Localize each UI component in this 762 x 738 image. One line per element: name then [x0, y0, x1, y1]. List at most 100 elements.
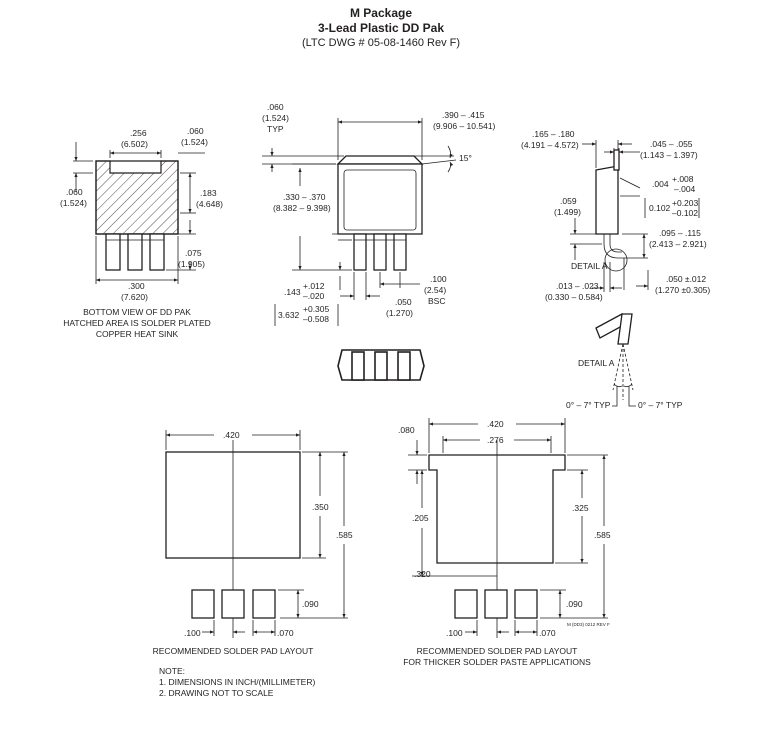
dim-060-typ: .060 — [267, 102, 284, 112]
pad2-dim-276: .276 — [487, 435, 504, 445]
dim-330: .330 – .370 — [283, 192, 326, 202]
dim-300-mm: (7.620) — [121, 292, 148, 302]
end-lead-1 — [351, 351, 365, 381]
dim-165-mm: (4.191 – 4.572) — [521, 140, 579, 150]
dim-165: .165 – .180 — [532, 129, 575, 139]
dim-004-tol-dn: –.004 — [674, 184, 696, 194]
pad2-dim-080: .080 — [398, 425, 415, 435]
dim-004-tol-up: +.008 — [672, 174, 694, 184]
side-view: .165 – .180 (4.191 – 4.572) .045 – .055 … — [521, 129, 710, 302]
lead-2 — [127, 233, 143, 271]
angle-15: 15° — [459, 153, 472, 163]
dim-390-mm: (9.906 – 10.541) — [433, 121, 496, 131]
pad2-dim-420: .420 — [487, 419, 504, 429]
top-view: .060 (1.524) TYP .390 – .415 (9.906 – 10… — [262, 102, 496, 326]
dim-typ-label: TYP — [267, 124, 284, 134]
pad2-dwg-ref: M (DD3) 0212 REV F — [567, 622, 610, 627]
pad2-dim-205: .205 — [412, 513, 429, 523]
dim-256: .256 — [130, 128, 147, 138]
dim-060-right: .060 — [187, 126, 204, 136]
dim-095-mm: (2.413 – 2.921) — [649, 239, 707, 249]
package-subtitle: 3-Lead Plastic DD Pak — [317, 21, 445, 35]
dim-013: .013 – .023 — [556, 281, 599, 291]
dim-060-typ-mm: (1.524) — [262, 113, 289, 123]
dim-075-mm: (1.905) — [178, 259, 205, 269]
dim-0102-tol-dn: –0.102 — [672, 208, 698, 218]
dim-045: .045 – .055 — [650, 139, 693, 149]
detail-a-circle — [604, 248, 628, 272]
bottom-view-caption-2: HATCHED AREA IS SOLDER PLATED — [63, 318, 211, 328]
dim-3632-tol-dn: –0.508 — [303, 314, 329, 324]
pad2-dim-325: .325 — [572, 503, 589, 513]
note-2: 2. DRAWING NOT TO SCALE — [159, 688, 274, 698]
pad2-caption-1: RECOMMENDED SOLDER PAD LAYOUT — [417, 646, 578, 656]
dim-143-tol-up: +.012 — [303, 281, 325, 291]
bottom-view-caption-3: COPPER HEAT SINK — [96, 329, 179, 339]
dim-390: .390 – .415 — [442, 110, 485, 120]
dim-3632: 3.632 — [278, 310, 300, 320]
pad2-dim-070: .070 — [539, 628, 556, 638]
end-lead-2 — [374, 351, 388, 381]
dim-143-tol-dn: –.020 — [303, 291, 325, 301]
top-lead-1 — [353, 233, 367, 271]
notes-heading: NOTE: — [159, 666, 185, 676]
pad2-caption-2: FOR THICKER SOLDER PASTE APPLICATIONS — [403, 657, 591, 667]
dim-143: .143 — [284, 287, 301, 297]
top-view-body — [337, 163, 423, 235]
pad2-dim-090: .090 — [566, 599, 583, 609]
pad-2 — [221, 589, 245, 619]
dim-004: .004 — [652, 179, 669, 189]
dim-095: .095 – .115 — [659, 228, 701, 238]
top-lead-2 — [373, 233, 387, 271]
detail-a-view: DETAIL A 0° – 7° TYP 0° – 7° TYP — [566, 312, 683, 410]
dim-050-tol-mm: (1.270 ±0.305) — [655, 285, 710, 295]
dim-050-mm: (1.270) — [386, 308, 413, 318]
dim-256-mm: (6.502) — [121, 139, 148, 149]
dim-330-mm: (8.382 – 9.398) — [273, 203, 331, 213]
pad1-dim-420: .420 — [223, 430, 240, 440]
pad2-dim-320: .320 — [414, 569, 431, 579]
dim-0102-tol-up: +0.203 — [672, 198, 699, 208]
pad1-dim-100: .100 — [184, 628, 201, 638]
side-view-body — [595, 165, 619, 235]
dim-075: .075 — [185, 248, 202, 258]
detail-a-label: DETAIL A — [571, 261, 608, 271]
lead-3 — [149, 233, 165, 271]
drawing-number: (LTC DWG # 05-08-1460 Rev F) — [301, 37, 461, 49]
dim-045-mm: (1.143 – 1.397) — [640, 150, 698, 160]
pad1-caption: RECOMMENDED SOLDER PAD LAYOUT — [153, 646, 314, 656]
end-lead-3 — [397, 351, 411, 381]
dim-059-mm: (1.499) — [554, 207, 581, 217]
dim-0102: 0.102 — [649, 203, 671, 213]
lead-1 — [105, 233, 121, 271]
bsc-label: BSC — [428, 296, 445, 306]
dim-050: .050 — [395, 297, 412, 307]
note-1: 1. DIMENSIONS IN INCH/(MILLIMETER) — [159, 677, 315, 687]
pad1-dim-070: .070 — [277, 628, 294, 638]
dim-100-bsc-mm: (2.54) — [424, 285, 446, 295]
pad1-dim-350: .350 — [312, 502, 329, 512]
pad-3 — [252, 589, 276, 619]
dim-300: .300 — [128, 281, 145, 291]
thick-pad-1 — [454, 589, 478, 619]
bottom-view: .256 (6.502) .060 (1.524) .060 (1.524) .… — [60, 126, 223, 339]
pad-layout-standard: .420 .350 .585 .090 .100 .070 RECOMMENDE… — [153, 430, 353, 656]
dim-060-left: .060 — [66, 187, 83, 197]
package-title: M Package — [349, 6, 413, 20]
top-view-tab — [336, 155, 424, 165]
pad-layout-thick-paste: .080 .420 .276 .205 .320 .325 .585 — [398, 418, 611, 667]
top-lead-3 — [393, 233, 407, 271]
angle-0-7-left: 0° – 7° TYP — [566, 400, 611, 410]
dim-059: .059 — [560, 196, 577, 206]
pad2-dim-100: .100 — [446, 628, 463, 638]
dim-050-tol: .050 ±.012 — [666, 274, 706, 284]
thick-pad-3 — [514, 589, 538, 619]
thick-pad-2 — [484, 589, 508, 619]
side-view-tab — [613, 149, 620, 171]
dim-060-right-mm: (1.524) — [181, 137, 208, 147]
notes: NOTE: 1. DIMENSIONS IN INCH/(MILLIMETER)… — [159, 666, 315, 698]
dim-100-bsc: .100 — [430, 274, 447, 284]
dim-013-mm: (0.330 – 0.584) — [545, 292, 603, 302]
pad-1 — [191, 589, 215, 619]
